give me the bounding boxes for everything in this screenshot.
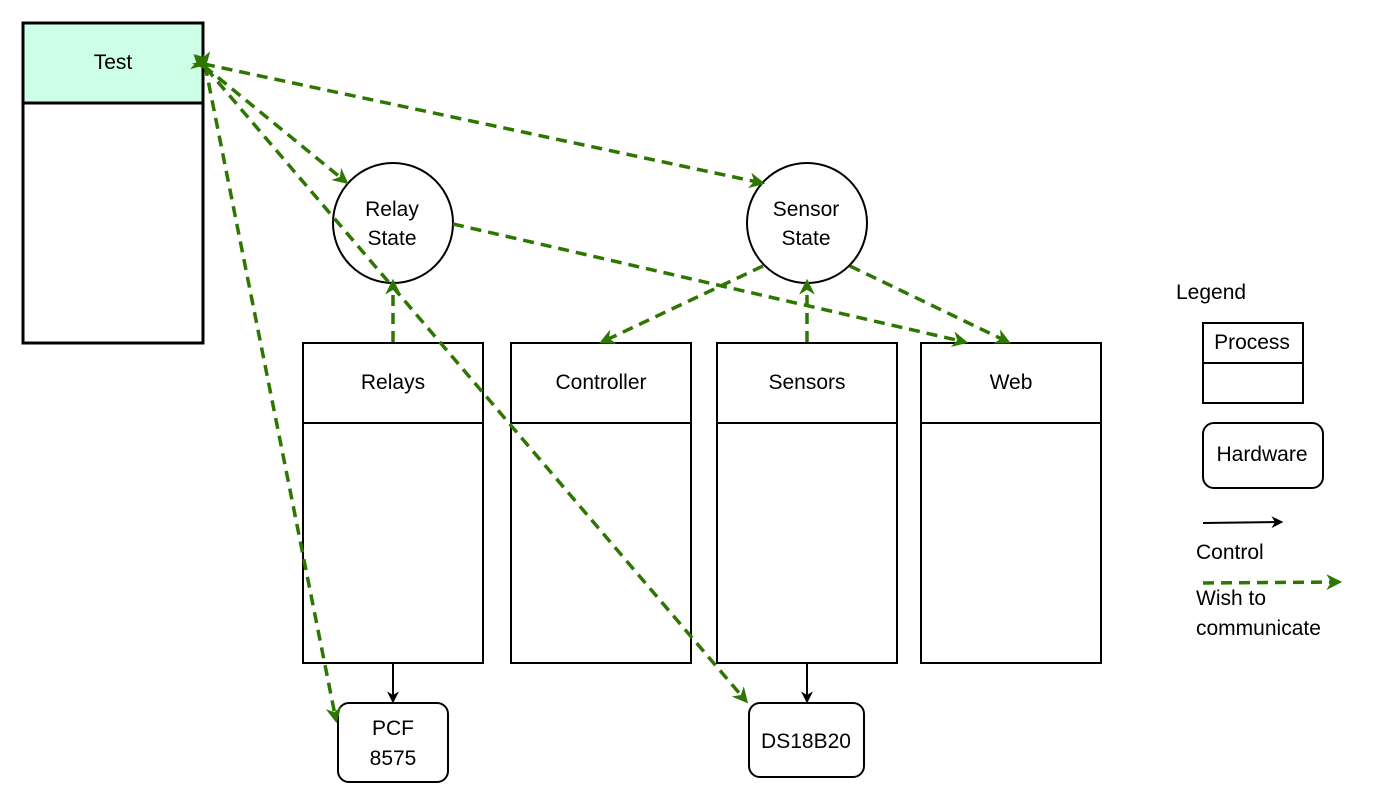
process-test-body: [21, 101, 205, 345]
process-sensors: Sensors: [716, 342, 898, 664]
hardware-pcf8575-box: [337, 702, 449, 783]
hardware-pcf8575: PCF 8575: [337, 702, 449, 783]
hardware-pcf8575-line2: 8575: [370, 747, 417, 770]
legend: Legend Process Hardware Control Wish to …: [1176, 281, 1343, 640]
process-test-title: Test: [94, 51, 133, 74]
legend-title: Legend: [1176, 281, 1246, 304]
hardware-pcf8575-line1: PCF: [372, 717, 414, 740]
legend-process-label: Process: [1214, 331, 1290, 354]
sensor-state-label-line2: State: [781, 227, 830, 250]
legend-control-arrow: [1202, 516, 1284, 529]
legend-hardware-box: [1202, 422, 1324, 489]
process-sensors-body: [716, 422, 898, 664]
process-relays-body: [302, 422, 484, 664]
hardware-ds18b20-label: DS18B20: [761, 730, 851, 753]
process-sensors-title: Sensors: [768, 371, 845, 394]
process-web-body: [920, 422, 1102, 664]
process-controller-title: Controller: [555, 371, 646, 394]
comm-arrow-test-to-relay-state: [202, 64, 349, 184]
process-relays-title: Relays: [361, 371, 425, 394]
hardware-ds18b20: DS18B20: [748, 702, 865, 778]
relay-state-label-line2: State: [367, 227, 416, 250]
sensor-state-label-line1: Sensor: [773, 198, 840, 221]
legend-hardware-label: Hardware: [1216, 443, 1307, 466]
process-relays: Relays: [302, 342, 484, 664]
relay-state-node: Relay State: [332, 162, 454, 284]
relay-state-label-line1: Relay: [365, 198, 419, 221]
legend-control-label: Control: [1196, 541, 1264, 564]
process-web-header: [920, 342, 1102, 424]
comm-arrow-test-to-ds18b20: [191, 53, 749, 704]
sensor-state-circle: [746, 162, 868, 284]
comm-arrow-test-to-pcf: [194, 51, 342, 724]
comm-arrow-relay-state-to-web: [452, 222, 969, 347]
comm-arrow-sensor-state-to-controller: [599, 264, 764, 344]
sensor-state-node: Sensor State: [746, 162, 868, 284]
process-web: Web: [920, 342, 1102, 664]
legend-communicate-arrow: [1202, 574, 1343, 590]
communicate-arrows: [190, 51, 1011, 724]
comm-arrow-sensor-state-to-web: [849, 264, 1011, 344]
legend-communicate-label-line2: communicate: [1196, 617, 1321, 640]
legend-process-header: [1202, 322, 1304, 364]
legend-communicate-label-line1: Wish to: [1196, 587, 1266, 610]
process-web-title: Web: [990, 371, 1033, 394]
process-test: Test: [21, 21, 205, 345]
process-test-header: [21, 21, 205, 105]
process-controller: Controller: [510, 342, 692, 664]
relay-state-circle: [332, 162, 454, 284]
legend-process-body: [1202, 362, 1304, 404]
